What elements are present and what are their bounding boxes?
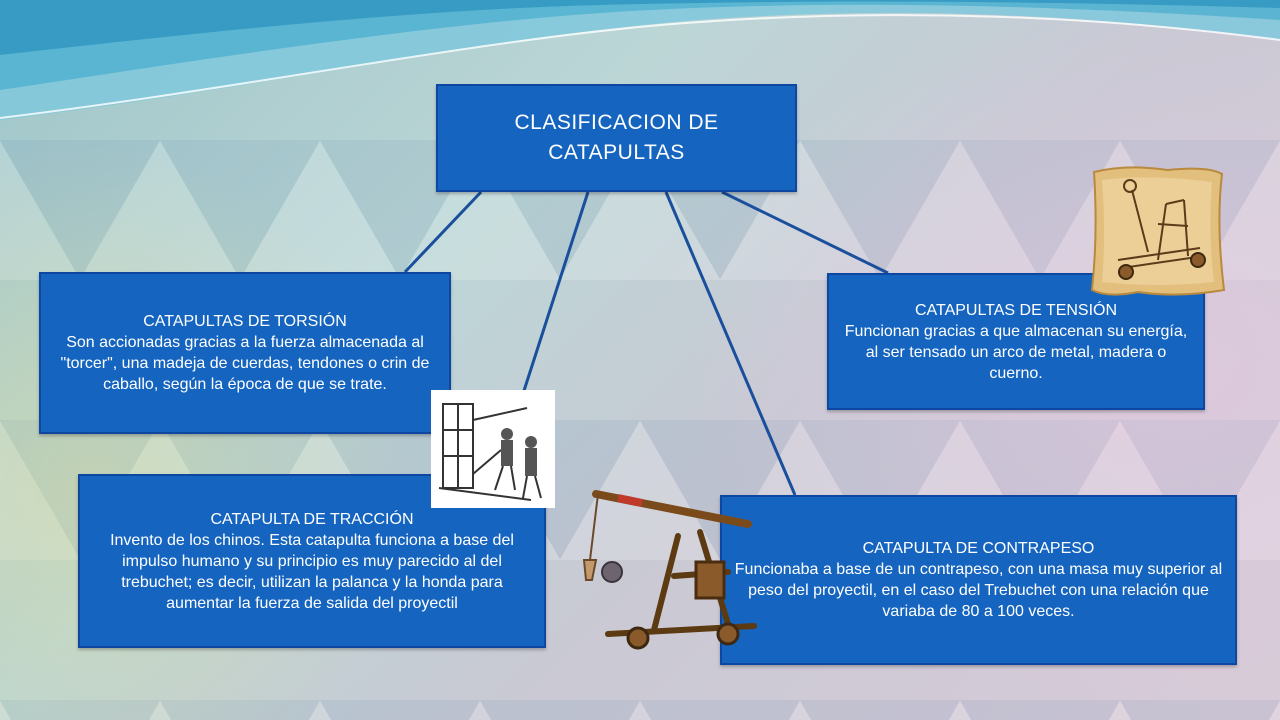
node-traccion-body: Invento de los chinos. Esta catapulta fu… <box>110 531 514 612</box>
node-contrapeso-body: Funcionaba a base de un contrapeso, con … <box>734 561 1223 620</box>
root-title: CLASIFICACION DE CATAPULTAS <box>514 111 719 164</box>
root-node: CLASIFICACION DE CATAPULTAS <box>436 84 797 192</box>
node-tension-body: Funcionan gracias a que almacenan su ene… <box>844 322 1188 382</box>
node-torsion: CATAPULTAS DE TORSIÓN Son accionadas gra… <box>39 272 451 434</box>
trebuchet-illustration <box>582 490 757 650</box>
connector-tension <box>721 190 889 275</box>
node-contrapeso-title: CATAPULTA DE CONTRAPESO <box>862 540 1095 557</box>
node-tension-title: CATAPULTAS DE TENSIÓN <box>914 301 1118 319</box>
node-torsion-title: CATAPULTAS DE TORSIÓN <box>143 313 347 330</box>
catapult-parchment-illustration <box>1090 166 1226 296</box>
node-torsion-body: Son accionadas gracias a la fuerza almac… <box>60 334 430 393</box>
node-contrapeso: CATAPULTA DE CONTRAPESO Funcionaba a bas… <box>720 495 1237 665</box>
torsion-catapult-sketch <box>431 390 555 508</box>
node-tension: CATAPULTAS DE TENSIÓN Funcionan gracias … <box>827 273 1205 410</box>
connector-traccion <box>519 191 590 401</box>
node-traccion: CATAPULTA DE TRACCIÓN Invento de los chi… <box>78 474 546 648</box>
connector-contrapeso <box>664 191 797 496</box>
node-traccion-title: CATAPULTA DE TRACCIÓN <box>210 510 414 528</box>
top-wave-decoration <box>0 0 1280 120</box>
connector-torsion <box>403 190 483 274</box>
